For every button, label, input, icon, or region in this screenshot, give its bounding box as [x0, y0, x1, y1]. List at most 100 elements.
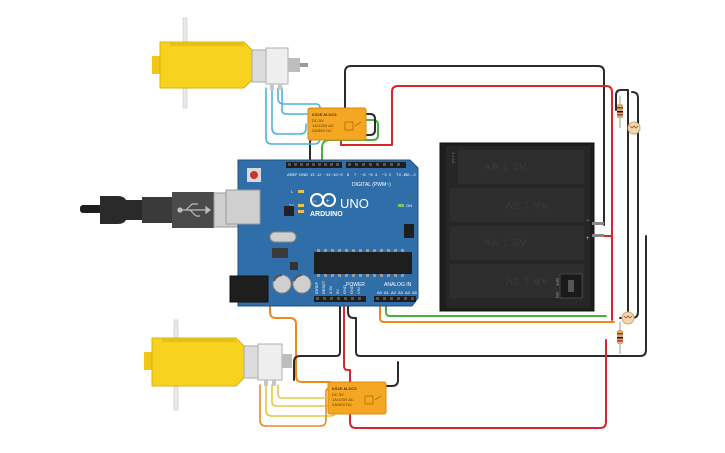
usb-chip [284, 206, 294, 216]
svg-text:L: L [291, 189, 294, 194]
analog-pin-labels: A0 A1 A2 A3 A4 A5 [377, 290, 418, 295]
svg-text:A3: A3 [398, 290, 404, 295]
svg-text:8: 8 [347, 172, 350, 177]
svg-text:A1: A1 [384, 290, 390, 295]
relay-bottom[interactable]: KS2E-M-DC5 DC 5V 1A/125V AC 2A/30V DC [327, 381, 387, 415]
digital-header-title: DIGITAL (PWM~) [352, 182, 391, 188]
svg-text:~3: ~3 [382, 172, 387, 177]
crystal [269, 231, 297, 243]
svg-text:IOREF: IOREF [314, 281, 319, 294]
svg-text:3.3V: 3.3V [328, 285, 333, 294]
resistor-bottom[interactable] [617, 322, 623, 354]
wire-green-analog[interactable] [385, 299, 607, 317]
svg-text:~9: ~9 [338, 172, 343, 177]
svg-text:13: 13 [310, 172, 315, 177]
svg-text:4: 4 [375, 172, 378, 177]
svg-text:12: 12 [317, 172, 322, 177]
svg-text:~5: ~5 [368, 172, 373, 177]
brand-label: ARDUINO [310, 211, 343, 218]
power-pin-labels: IOREF RESET 3.3V 5V GND GND VIN [314, 280, 361, 294]
battery-cell-2: AA 1.5V [450, 188, 584, 222]
usb-cable[interactable] [80, 192, 245, 228]
svg-text:KS2E-M-DC5: KS2E-M-DC5 [332, 386, 357, 391]
svg-text:+: + [326, 199, 330, 205]
arduino-logo: − + [310, 193, 336, 207]
wire-orange-analog[interactable] [379, 299, 615, 323]
relay-symbol-icon [364, 395, 382, 405]
svg-text:GND: GND [342, 285, 347, 294]
relay-top[interactable]: KS2E-M-DC5 DC 5V 1A/125V AC 2A/30V DC [307, 107, 367, 141]
wire-red-5v[interactable] [347, 235, 647, 357]
battery-terminal-minus[interactable] [592, 222, 604, 225]
svg-text:TX→1: TX→1 [396, 172, 408, 177]
svg-text:~10: ~10 [331, 172, 339, 177]
wire-orange-2[interactable] [259, 384, 331, 427]
svg-text:KS2E-M-DC5: KS2E-M-DC5 [312, 112, 337, 117]
svg-text:RESET: RESET [321, 280, 326, 294]
battery-minus-label: − [586, 218, 590, 224]
svg-text:OFF: OFF [555, 278, 560, 287]
svg-text:5V: 5V [335, 289, 340, 294]
analog-title: ANALOG IN [384, 282, 412, 288]
battery-cell-3: AA 1.5V [450, 226, 584, 260]
svg-text:AA 1.5V: AA 1.5V [505, 199, 548, 210]
arduino-uno-board[interactable]: AREF GND 13 12 ~11 ~10 ~9 8 7 ~6 ~5 4 ~3… [225, 159, 419, 307]
battery-cell-1: AA 1.5V [450, 150, 584, 184]
digital-pin-labels: AREF GND 13 12 ~11 ~10 ~9 8 7 ~6 ~5 4 ~3… [287, 172, 417, 177]
on-led [398, 204, 404, 207]
wire-blue-2[interactable] [277, 87, 321, 109]
svg-text:2A/30V DC: 2A/30V DC [332, 402, 352, 407]
battery-pack-4xaa[interactable]: AA 1.5V AA 1.5V AA 1.5V AA 1.5V 4 x AA −… [439, 142, 604, 312]
battery-terminal-plus[interactable] [592, 234, 604, 237]
svg-text:RX←0: RX←0 [404, 172, 417, 177]
resistor-top[interactable] [617, 96, 623, 128]
svg-text:2: 2 [389, 172, 392, 177]
svg-text:2A/30V DC: 2A/30V DC [312, 128, 332, 133]
wire-yellow-3[interactable] [277, 384, 331, 399]
svg-text:1A/125V AC: 1A/125V AC [312, 123, 334, 128]
wire-blue-1[interactable] [271, 87, 307, 135]
usb-icon [177, 203, 211, 217]
svg-text:AA 1.5V: AA 1.5V [484, 238, 527, 249]
svg-text:TX: TX [289, 203, 294, 208]
on-label: ON [406, 203, 412, 208]
dc-motor-bottom[interactable] [144, 319, 292, 411]
icsp-header [404, 224, 414, 238]
wire-green-top[interactable] [321, 119, 379, 163]
power-title: POWER [346, 282, 365, 288]
regulator [272, 248, 288, 258]
svg-text:AREF: AREF [287, 172, 298, 177]
model-label: UNO [340, 196, 369, 211]
svg-text:GND: GND [349, 285, 354, 294]
svg-text:AA 1.5V: AA 1.5V [505, 275, 548, 286]
wire-blue-4[interactable] [281, 87, 309, 115]
dc-motor-top[interactable] [152, 17, 308, 109]
wire-black-bottom-relay[interactable] [385, 361, 399, 387]
wire-red-bottom[interactable] [343, 299, 607, 429]
battery-switch[interactable]: OFF ON [555, 273, 583, 299]
relay-symbol-icon [344, 121, 362, 131]
svg-text:A2: A2 [391, 290, 397, 295]
svg-text:1A/125V AC: 1A/125V AC [332, 397, 354, 402]
wire-red-top[interactable] [340, 85, 613, 237]
power-jack [229, 275, 269, 303]
battery-plus-label: + [586, 236, 590, 242]
svg-text:−: − [313, 199, 317, 205]
svg-text:AA 1.5V: AA 1.5V [484, 162, 527, 173]
atmega-chip [314, 252, 412, 274]
wire-black-right-outer[interactable] [615, 89, 629, 319]
photoresistor-bottom[interactable] [621, 311, 635, 325]
svg-text:~6: ~6 [361, 172, 366, 177]
svg-text:~11: ~11 [324, 172, 331, 177]
wire-black-gnd-bottom[interactable] [293, 299, 341, 381]
analog-header [374, 296, 416, 302]
photoresistor-top[interactable] [627, 121, 641, 135]
svg-text:7: 7 [354, 172, 357, 177]
svg-text:VIN: VIN [356, 287, 361, 294]
wire-black-top-loop[interactable] [344, 65, 605, 226]
wire-yellow-2[interactable] [271, 384, 331, 407]
battery-side-label: 4 x AA [451, 152, 456, 164]
svg-text:A5: A5 [412, 290, 418, 295]
svg-text:A0: A0 [377, 290, 383, 295]
